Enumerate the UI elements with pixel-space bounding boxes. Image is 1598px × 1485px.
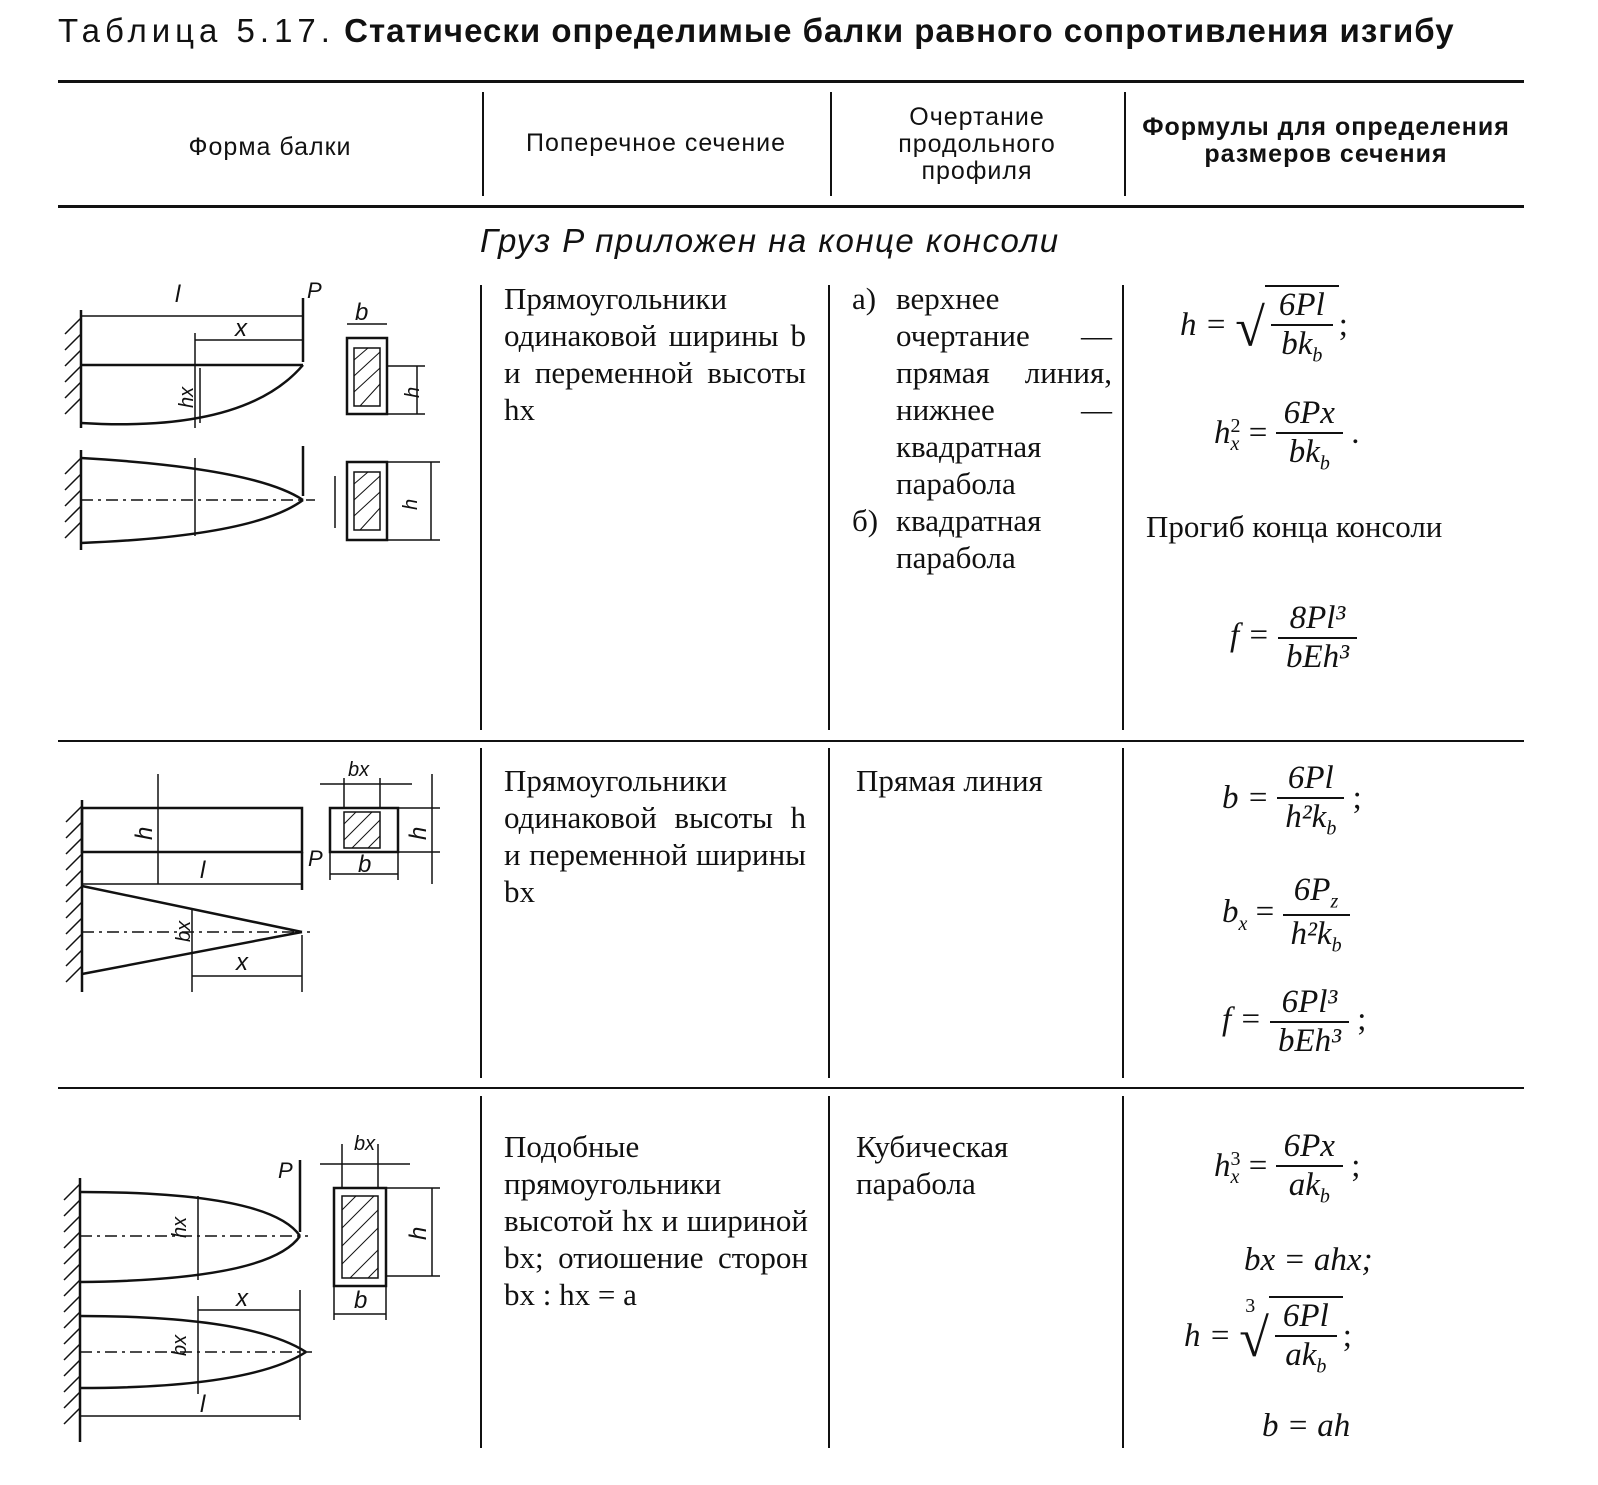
header-cross-section: Поперечное сечение bbox=[525, 129, 787, 157]
beam-diagram-row2: bx h h b l P bx x bbox=[65, 760, 440, 992]
label-h-section: h bbox=[405, 827, 432, 840]
row3-outline: Кубическая парабола bbox=[856, 1129, 1009, 1201]
label-p: P bbox=[278, 1158, 293, 1183]
header-beam-shape: Форма балки bbox=[188, 133, 352, 161]
section-heading: Груз P приложен на конце консоли bbox=[480, 222, 1060, 259]
rule-row2-bottom bbox=[58, 1087, 1524, 1089]
rule-row1-bottom bbox=[58, 740, 1524, 742]
row2-divider-2 bbox=[828, 748, 830, 1078]
row3-cross-section: Подобные прямоугольники высотой hx и шир… bbox=[504, 1129, 808, 1312]
table-title: Таблица 5.17. Статически определимые бал… bbox=[58, 12, 1558, 50]
label-l: l bbox=[175, 281, 181, 308]
label-l: l bbox=[200, 1391, 206, 1418]
row2-cross-section: Прямоугольники одинаковой высоты h и пер… bbox=[504, 763, 806, 909]
label-b: b bbox=[354, 1287, 367, 1314]
row2-outline: Прямая линия bbox=[856, 763, 1043, 798]
label-p: P bbox=[308, 846, 323, 871]
label-bx: bx bbox=[354, 1133, 376, 1155]
header-profile-outline: Очертание продольного профиля bbox=[898, 103, 1056, 185]
label-hx: hx bbox=[169, 1216, 191, 1238]
rule-top bbox=[58, 80, 1524, 83]
header-divider-2 bbox=[830, 92, 832, 196]
row3-formula-2: bx = ahx; bbox=[1244, 1242, 1373, 1278]
label-b: b bbox=[358, 851, 371, 878]
label-h: h bbox=[405, 1227, 432, 1240]
beam-diagram-row3: P bx hx h x b bx l bbox=[63, 1133, 440, 1442]
row1-outline-b: квадратная парабола bbox=[896, 503, 1042, 575]
row1-outline-a: верхнее очертание — прямая линия, нижнее… bbox=[896, 281, 1112, 501]
label-p: P bbox=[307, 278, 322, 303]
label-x: x bbox=[235, 1285, 249, 1312]
label-bx-plan: bx bbox=[173, 920, 195, 942]
row3-formula-4: b = ah bbox=[1262, 1408, 1351, 1444]
row1-divider-3 bbox=[1122, 285, 1124, 730]
row1-note: Прогиб конца консоли bbox=[1146, 509, 1443, 544]
header-divider-3 bbox=[1124, 92, 1126, 196]
row1-outline-a-marker: а) bbox=[852, 281, 877, 316]
label-bx: bx bbox=[348, 760, 370, 781]
row3-divider-1 bbox=[480, 1096, 482, 1448]
label-bx-plan: bx bbox=[169, 1334, 191, 1356]
row1-divider-2 bbox=[828, 285, 830, 730]
label-l: l bbox=[200, 857, 206, 884]
header-formulas: Формулы для определения размеров сечения bbox=[1142, 113, 1510, 168]
label-b: b bbox=[355, 299, 368, 326]
row2-divider-1 bbox=[480, 748, 482, 1078]
label-x: x bbox=[234, 315, 248, 342]
table-title-prefix: Таблица 5.17. bbox=[58, 12, 335, 49]
label-hx: hx bbox=[176, 386, 198, 408]
row1-outline: а) верхнее очертание — прямая линия, ниж… bbox=[852, 280, 1112, 576]
table-title-text: Статически определимые балки равного соп… bbox=[344, 12, 1455, 49]
row1-divider-1 bbox=[480, 285, 482, 730]
row1-cross-section: Прямоугольники одинаковой ширины b и пер… bbox=[504, 281, 806, 427]
beam-diagram-row1: l P x b hx h h bbox=[64, 278, 440, 550]
row3-divider-2 bbox=[828, 1096, 830, 1448]
label-x: x bbox=[235, 949, 249, 976]
row1-outline-b-marker: б) bbox=[852, 503, 879, 538]
row2-divider-3 bbox=[1122, 748, 1124, 1078]
header-divider-1 bbox=[482, 92, 484, 196]
row3-divider-3 bbox=[1122, 1096, 1124, 1448]
label-h: h bbox=[131, 827, 158, 840]
label-h: h bbox=[402, 387, 424, 398]
label-h-lower: h bbox=[400, 499, 422, 510]
rule-header-bottom bbox=[58, 205, 1524, 208]
